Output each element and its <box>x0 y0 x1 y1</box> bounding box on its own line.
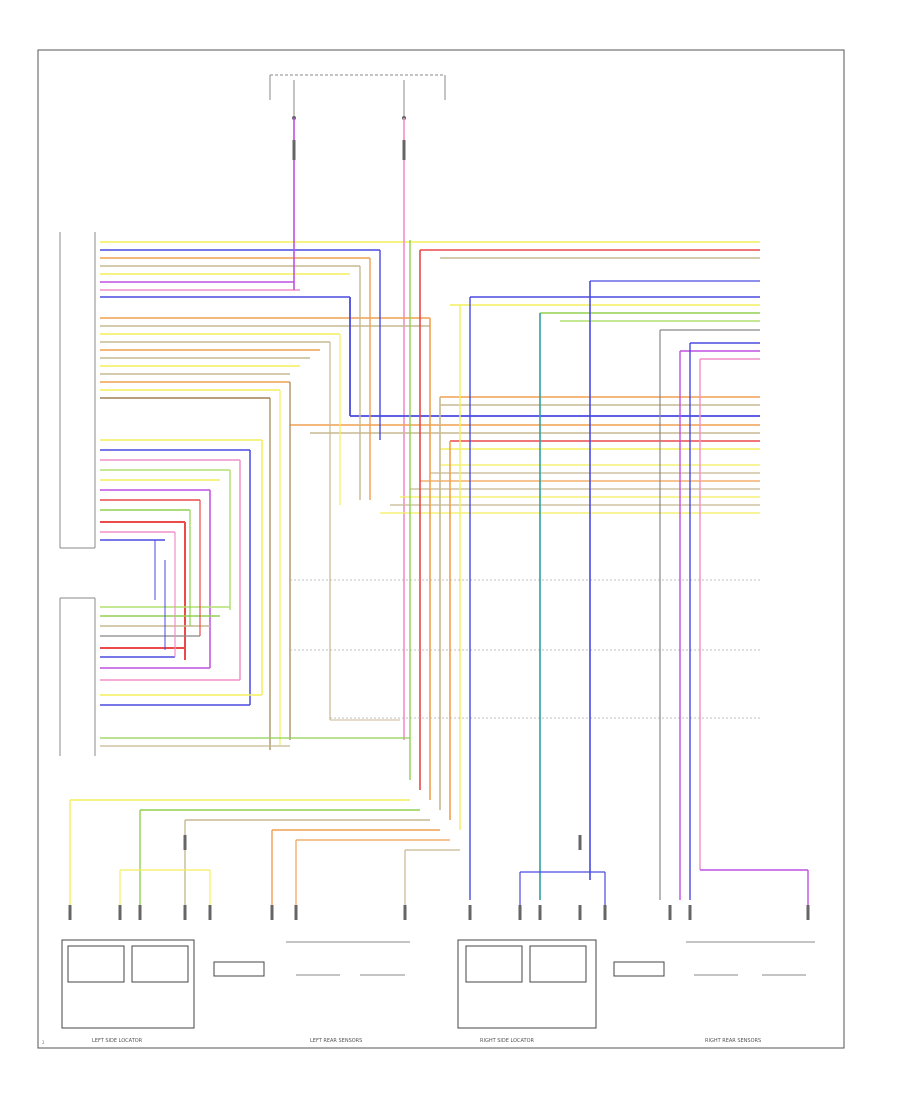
right-center-sensor <box>613 961 665 977</box>
vertical-risers <box>269 240 461 830</box>
fuse-feeds <box>292 118 406 740</box>
connector-pins <box>68 835 810 920</box>
middle-wire-bundle <box>100 317 430 399</box>
label-left-side-locator: LEFT SIDE LOCATOR <box>92 1038 143 1044</box>
bottom-left-bundle <box>100 606 410 747</box>
top-fuses <box>269 74 446 120</box>
right-bus <box>290 280 760 514</box>
label-right-side-locator: RIGHT SIDE LOCATOR <box>480 1038 535 1044</box>
left-center-sensor <box>213 961 265 977</box>
bottom-group-labels: LEFT SIDE LOCATOR LEFT REAR SENSORS RIGH… <box>42 1038 761 1045</box>
sensor-blocks <box>61 939 815 1029</box>
label-right-rear-sensors: RIGHT REAR SENSORS <box>705 1038 761 1044</box>
upper-wire-bundle <box>100 241 760 298</box>
label-left-rear-sensors: LEFT REAR SENSORS <box>310 1038 362 1044</box>
lower-wire-bundle <box>100 439 263 705</box>
cross-links <box>154 500 201 657</box>
sensor-drops <box>69 281 809 905</box>
page-number: 2 <box>42 1040 45 1045</box>
diagram-border <box>37 49 845 1049</box>
control-module <box>59 232 96 756</box>
